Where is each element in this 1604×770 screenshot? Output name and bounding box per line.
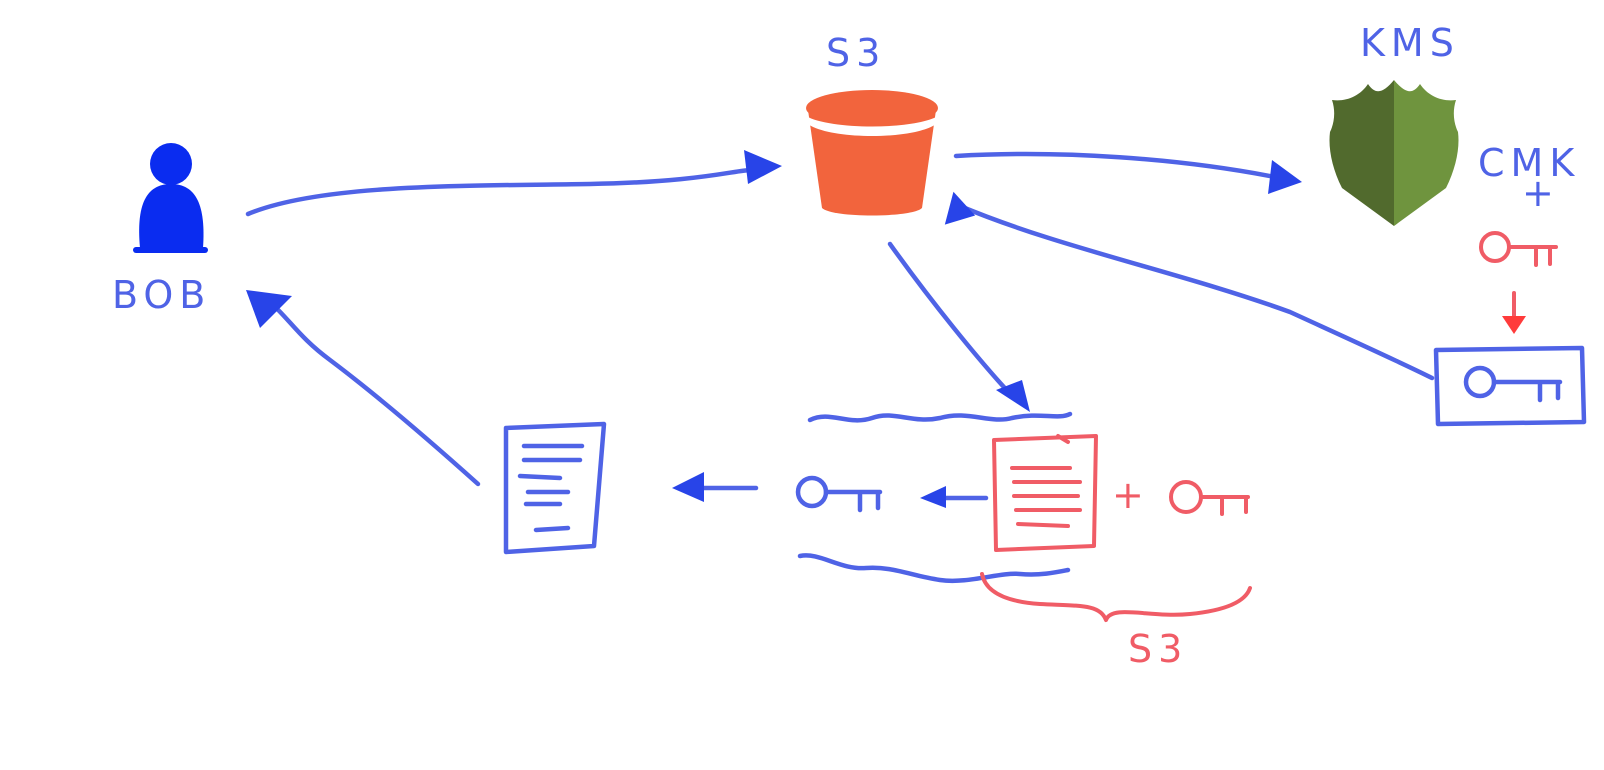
wavy-line-top — [807, 411, 1073, 423]
arrow-bob-to-s3 — [245, 150, 782, 217]
arrow-document-to-bob — [246, 290, 481, 487]
wavy-line-bottom — [797, 553, 1071, 583]
encrypted-document-icon — [992, 434, 1098, 552]
key-icon — [1169, 480, 1250, 516]
person-icon — [133, 143, 208, 253]
arrow-s3-to-data — [887, 241, 1030, 412]
kms-label: KMS — [1360, 21, 1460, 65]
document-icon — [503, 421, 607, 555]
arrow-s3-to-kms — [953, 151, 1302, 194]
key-icon — [1479, 231, 1558, 267]
encrypted-key-box — [1433, 345, 1587, 427]
user-label: BOB — [112, 273, 211, 317]
key-icon — [795, 475, 883, 513]
kms-shield-icon — [1329, 80, 1459, 226]
s3-bottom-label: S3 — [1128, 627, 1188, 671]
brace — [980, 572, 1252, 622]
s3-bucket-icon — [806, 90, 938, 216]
arrow-key-to-s3 — [944, 191, 1435, 381]
data-plus-label: + — [1112, 473, 1150, 517]
s3-top-label: S3 — [826, 31, 886, 75]
arrow-data-to-key — [920, 486, 989, 508]
cmk-label: CMK — [1478, 141, 1580, 185]
down-arrow — [1502, 291, 1526, 334]
cmk-plus-label: + — [1522, 171, 1560, 215]
arrow-key-to-document — [672, 472, 759, 502]
